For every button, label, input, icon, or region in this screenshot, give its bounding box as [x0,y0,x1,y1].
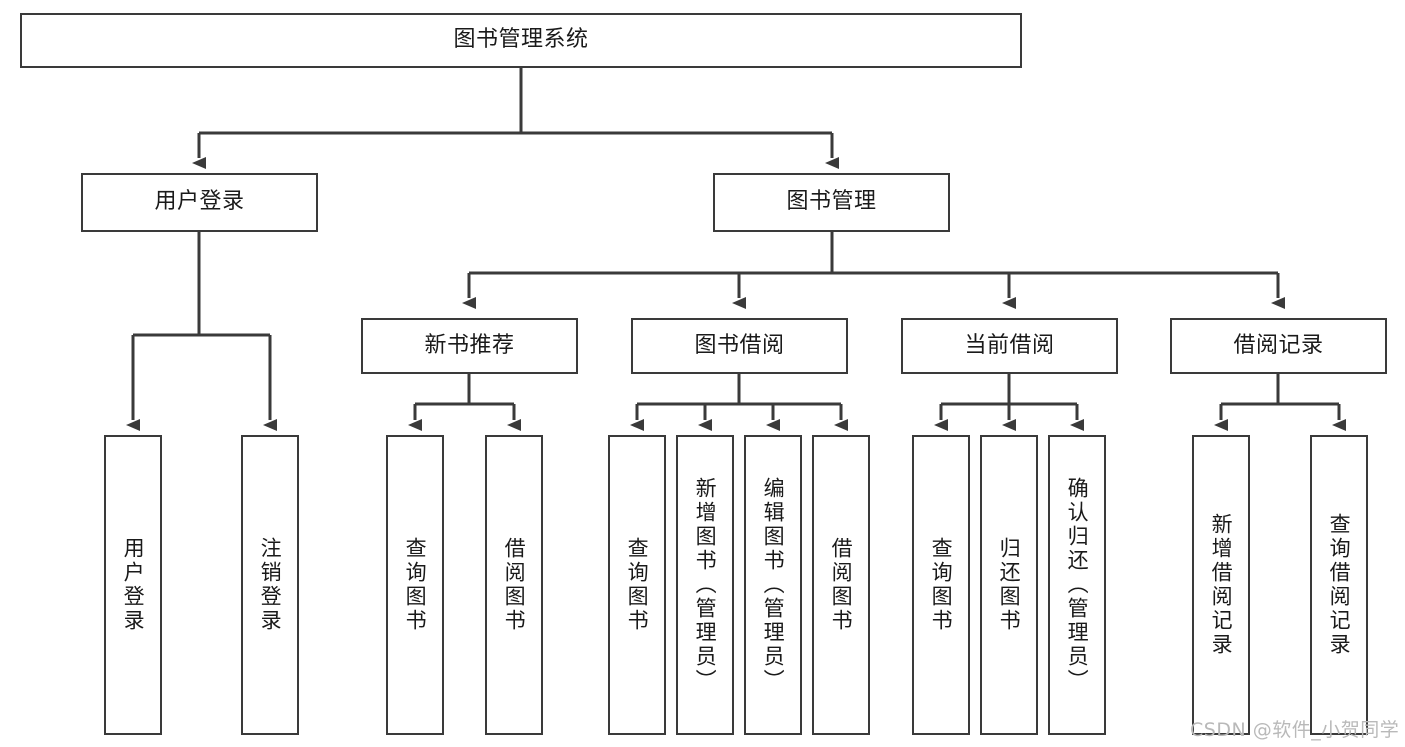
leaf-current-borrow-0[interactable]: 查询图书 [912,435,970,735]
leaf-label: 借阅图书 [829,537,854,633]
node-user-login[interactable]: 用户登录 [81,173,318,232]
node-user-login-label: 用户登录 [154,189,245,215]
node-book-borrow-label: 图书借阅 [694,332,785,358]
leaf-book-borrow-2[interactable]: 编辑图书（管理员） [744,435,802,735]
node-current-borrow-label: 当前借阅 [964,332,1055,358]
leaf-user-login-0[interactable]: 用户登录 [104,435,162,735]
node-borrow-record-label: 借阅记录 [1233,332,1324,358]
node-root-label: 图书管理系统 [453,27,589,53]
leaf-borrow-record-0[interactable]: 新增借阅记录 [1192,435,1250,735]
leaf-borrow-record-1[interactable]: 查询借阅记录 [1310,435,1368,735]
leaf-label: 确认归还（管理员） [1065,477,1090,693]
leaf-new-book-rec-0[interactable]: 查询图书 [386,435,444,735]
leaf-label: 注销登录 [258,537,283,633]
leaf-label: 借阅图书 [502,537,527,633]
leaf-label: 查询图书 [403,537,428,633]
node-book-manage-label: 图书管理 [786,189,877,215]
node-current-borrow[interactable]: 当前借阅 [901,318,1118,374]
leaf-current-borrow-1[interactable]: 归还图书 [980,435,1038,735]
leaf-label: 查询图书 [929,537,954,633]
leaf-label: 查询借阅记录 [1327,513,1352,657]
node-book-manage[interactable]: 图书管理 [713,173,950,232]
leaf-label: 新增图书（管理员） [693,477,718,693]
node-book-borrow[interactable]: 图书借阅 [631,318,848,374]
node-borrow-record[interactable]: 借阅记录 [1170,318,1387,374]
watermark: CSDN @软件_小贺同学 [1190,719,1400,741]
leaf-new-book-rec-1[interactable]: 借阅图书 [485,435,543,735]
node-root[interactable]: 图书管理系统 [20,13,1022,68]
leaf-user-login-1[interactable]: 注销登录 [241,435,299,735]
leaf-label: 查询图书 [625,537,650,633]
leaf-label: 编辑图书（管理员） [761,477,786,693]
leaf-label: 归还图书 [997,537,1022,633]
node-new-book-rec[interactable]: 新书推荐 [361,318,578,374]
leaf-book-borrow-1[interactable]: 新增图书（管理员） [676,435,734,735]
leaf-label: 新增借阅记录 [1209,513,1234,657]
leaf-book-borrow-3[interactable]: 借阅图书 [812,435,870,735]
leaf-label: 用户登录 [121,537,146,633]
node-new-book-rec-label: 新书推荐 [424,332,515,358]
leaf-book-borrow-0[interactable]: 查询图书 [608,435,666,735]
leaf-current-borrow-2[interactable]: 确认归还（管理员） [1048,435,1106,735]
